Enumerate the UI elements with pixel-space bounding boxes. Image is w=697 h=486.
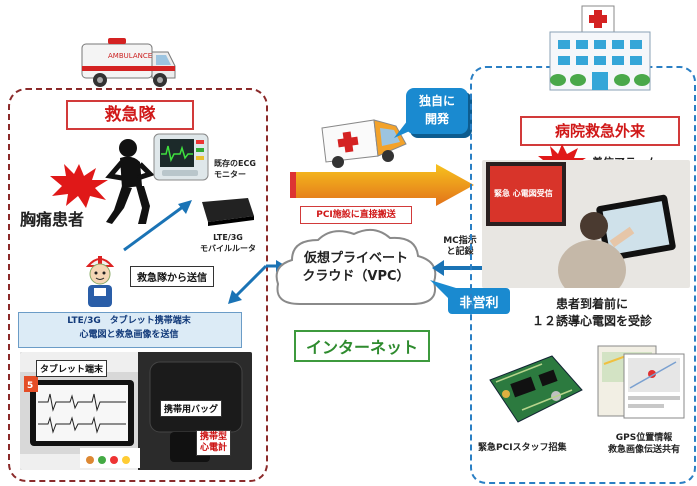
patient-figure (105, 139, 155, 224)
ems-title: 救急隊 (66, 100, 194, 130)
tablet-send-box (18, 312, 242, 348)
transport-truck-icon (321, 119, 407, 168)
internet-box (294, 330, 430, 362)
gps-label: GPS位置情報 救急画像伝送共有 (607, 433, 680, 455)
portable-ecg-label: 携帯型 心電計 (196, 430, 232, 456)
router-label: LTE/3G モバイルルータ (200, 233, 256, 253)
internet-label: インターネット (305, 338, 418, 357)
ems-send-label: 救急隊から送信 (130, 266, 214, 287)
ecg-monitor-label: 既存のECG モニター (214, 159, 256, 179)
staff-label: 緊急PCIスタッフ招集 (478, 443, 567, 453)
pain-burst-icon (50, 164, 108, 208)
badge-pointer (394, 120, 412, 138)
circuit-board-icon (489, 355, 583, 423)
gps-screen-icon (597, 345, 685, 419)
uplink-arrow (123, 200, 192, 252)
bag-label: 携帯用バッグ (160, 400, 223, 417)
non-profit-label: 非営利 (459, 296, 499, 311)
svg-text:AMBULANCE: AMBULANCE (108, 52, 152, 60)
paramedic-icon (85, 256, 115, 307)
vpc-label: 仮想プライベート クラウド（VPC） (302, 251, 410, 284)
unique-dev-badge (406, 88, 468, 134)
hospital-photo (482, 160, 690, 288)
screen-text: 緊急 心電図受信 (494, 189, 553, 198)
direct-transport-arrow (290, 164, 474, 206)
ambulance-icon: AMBULANCE (81, 38, 176, 87)
hospital-building-icon (549, 5, 651, 91)
hospital-title: 病院救急外来 (520, 116, 680, 146)
ems-area (8, 88, 268, 482)
mc-label: MC指示 と記録 (443, 236, 477, 257)
hospital-illustration (482, 160, 690, 288)
cloud-icon (275, 228, 437, 305)
router-icon (202, 198, 254, 226)
svg-text:5: 5 (27, 381, 33, 391)
non-profit-badge (448, 288, 510, 314)
tablet-send-label: LTE/3G タブレット携帯端末 心電図と救急画像を送信 (67, 316, 191, 340)
unique-dev-label: 独自に 開発 (418, 94, 455, 126)
direct-transport-label: PCI施設に直接搬送 (300, 206, 412, 224)
receive-label: 患者到着前に １２誘導心電図を受診 (531, 297, 652, 328)
patient-label: 胸痛患者 (20, 210, 85, 229)
tablet-label: タブレット端末 (36, 360, 108, 377)
ecg-monitor-icon (153, 133, 209, 181)
